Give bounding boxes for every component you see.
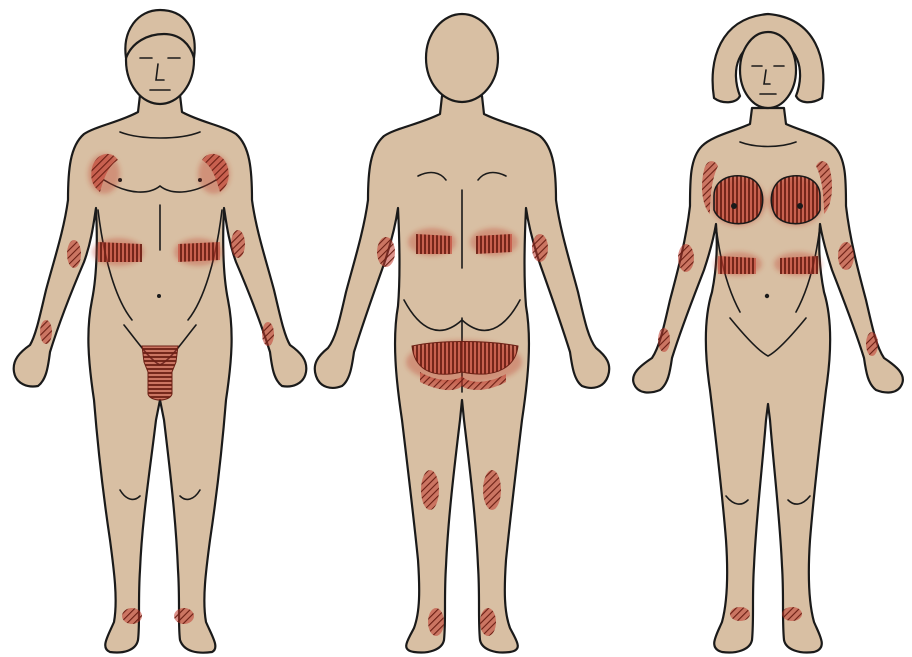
- lesion-female-wrist-left: [658, 328, 670, 352]
- female-front-figure: [633, 14, 903, 653]
- lesion-forearm-left: [67, 240, 81, 268]
- lesion-waist-left: [98, 242, 142, 262]
- lesion-female-elbow-right: [838, 242, 854, 270]
- lesion-female-waist-right: [780, 256, 818, 274]
- female-head: [740, 32, 796, 108]
- male-front-figure: [14, 10, 307, 653]
- female-navel: [765, 294, 769, 298]
- lesion-ankle-left: [122, 608, 142, 624]
- lesion-buttocks: [412, 342, 518, 375]
- female-nipple-left: [731, 203, 737, 209]
- lesion-female-wrist-right: [866, 332, 878, 356]
- female-nipple-right: [797, 203, 803, 209]
- back-head: [426, 14, 498, 102]
- lesion-wrist-right: [262, 322, 274, 346]
- lesion-female-elbow-left: [678, 244, 694, 272]
- lesion-wrist-left: [40, 320, 52, 344]
- lesion-back-ankle-left: [428, 608, 444, 636]
- lesion-popliteal-right: [483, 470, 501, 510]
- lesion-waist-right: [178, 242, 220, 262]
- lesion-breast-left: [714, 176, 763, 224]
- lesion-popliteal-left: [421, 470, 439, 510]
- lesion-back-waist-right: [476, 234, 512, 254]
- lesion-elbow-right: [532, 234, 548, 262]
- lesion-female-ankle-left: [730, 607, 750, 621]
- lesion-female-waist-left: [718, 256, 756, 274]
- lesion-female-ankle-right: [782, 607, 802, 621]
- back-figure: [315, 14, 610, 653]
- lesion-elbow-left: [377, 237, 395, 267]
- male-navel: [157, 294, 161, 298]
- female-body-outline: [633, 108, 903, 653]
- lesion-forearm-right: [231, 230, 245, 258]
- lesion-ankle-right: [174, 608, 194, 624]
- lesion-back-ankle-right: [480, 608, 496, 636]
- lesion-back-waist-left: [416, 234, 452, 254]
- lesion-breast-right: [771, 176, 820, 224]
